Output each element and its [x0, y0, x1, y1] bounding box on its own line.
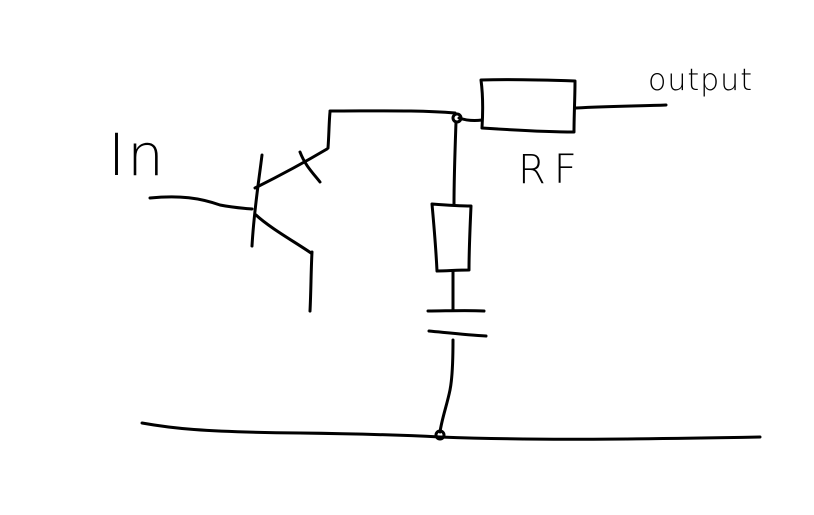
ground-rail-wire [140, 421, 762, 441]
shunt-resistor-body [430, 202, 473, 273]
base-lead-wire [148, 195, 254, 211]
output-label: output [648, 63, 753, 98]
shunt-upper-wire [452, 120, 458, 206]
emitter-stub-wire [308, 250, 314, 313]
emitter-lead-wire [254, 213, 313, 255]
collector-arrow-mark [298, 150, 322, 184]
shunt-branch [426, 120, 488, 434]
rf-left-lead-wire [457, 116, 484, 123]
capacitor-bottom-plate [427, 329, 488, 338]
transistor-base-bar [250, 153, 264, 248]
transistor-symbol [148, 147, 329, 313]
bottom-junction-node [434, 429, 446, 441]
rf-resistor-body [479, 78, 577, 134]
output-wire [574, 103, 668, 110]
shunt-lower-wire [438, 338, 455, 434]
rf-label: RF [518, 147, 585, 193]
collector-lead-wire [253, 147, 329, 190]
input-label: In [108, 121, 166, 189]
collector-vertical-wire [326, 110, 332, 150]
top-rail-wire [328, 109, 457, 115]
rf-resistor [457, 78, 668, 134]
